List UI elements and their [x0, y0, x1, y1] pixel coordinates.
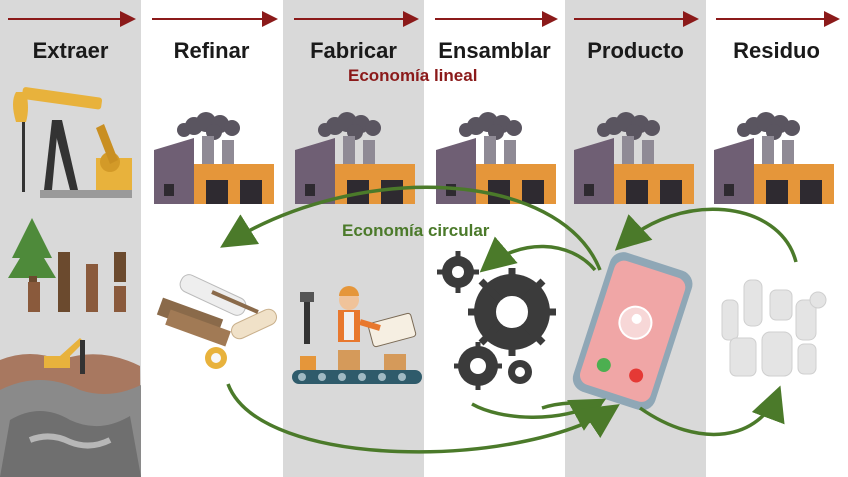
arrow-producto-to-refinar [220, 185, 602, 271]
factory-icon-producto [574, 112, 694, 204]
oil-pump-icon [13, 87, 132, 198]
arrow-refinar-to-producto [226, 383, 620, 454]
arrow-residuo-to-producto [614, 207, 798, 263]
arrow-small-return [541, 401, 603, 410]
raw-materials-icon [156, 274, 278, 369]
arrow-producto-to-ensamblar [479, 236, 597, 273]
gears-icon [437, 251, 556, 390]
factory-icon-refinar [154, 112, 274, 204]
tree-forest-icon [8, 218, 126, 312]
arrow-producto-to-residuo [638, 385, 785, 437]
stage-label-refinar: Refinar [173, 38, 250, 63]
stage-label-fabricar: Fabricar [310, 38, 397, 63]
smartphone-icon [572, 252, 693, 411]
stage-label-ensamblar: Ensamblar [438, 38, 551, 63]
stage-label-residuo: Residuo [733, 38, 820, 63]
plastic-waste-icon [721, 279, 827, 377]
factory-icon-ensamblar [436, 112, 556, 204]
mining-excavator-icon [0, 338, 141, 477]
circular-arrows [220, 185, 798, 454]
assembly-worker-icon [292, 286, 422, 384]
factory-icon-residuo [714, 112, 834, 204]
circular-economy-title: Economía circular [342, 221, 490, 240]
stage-label-producto: Producto [587, 38, 684, 63]
linear-economy-title: Economía lineal [348, 66, 478, 85]
column-fabricar [283, 0, 424, 477]
stage-label-extraer: Extraer [32, 38, 109, 63]
